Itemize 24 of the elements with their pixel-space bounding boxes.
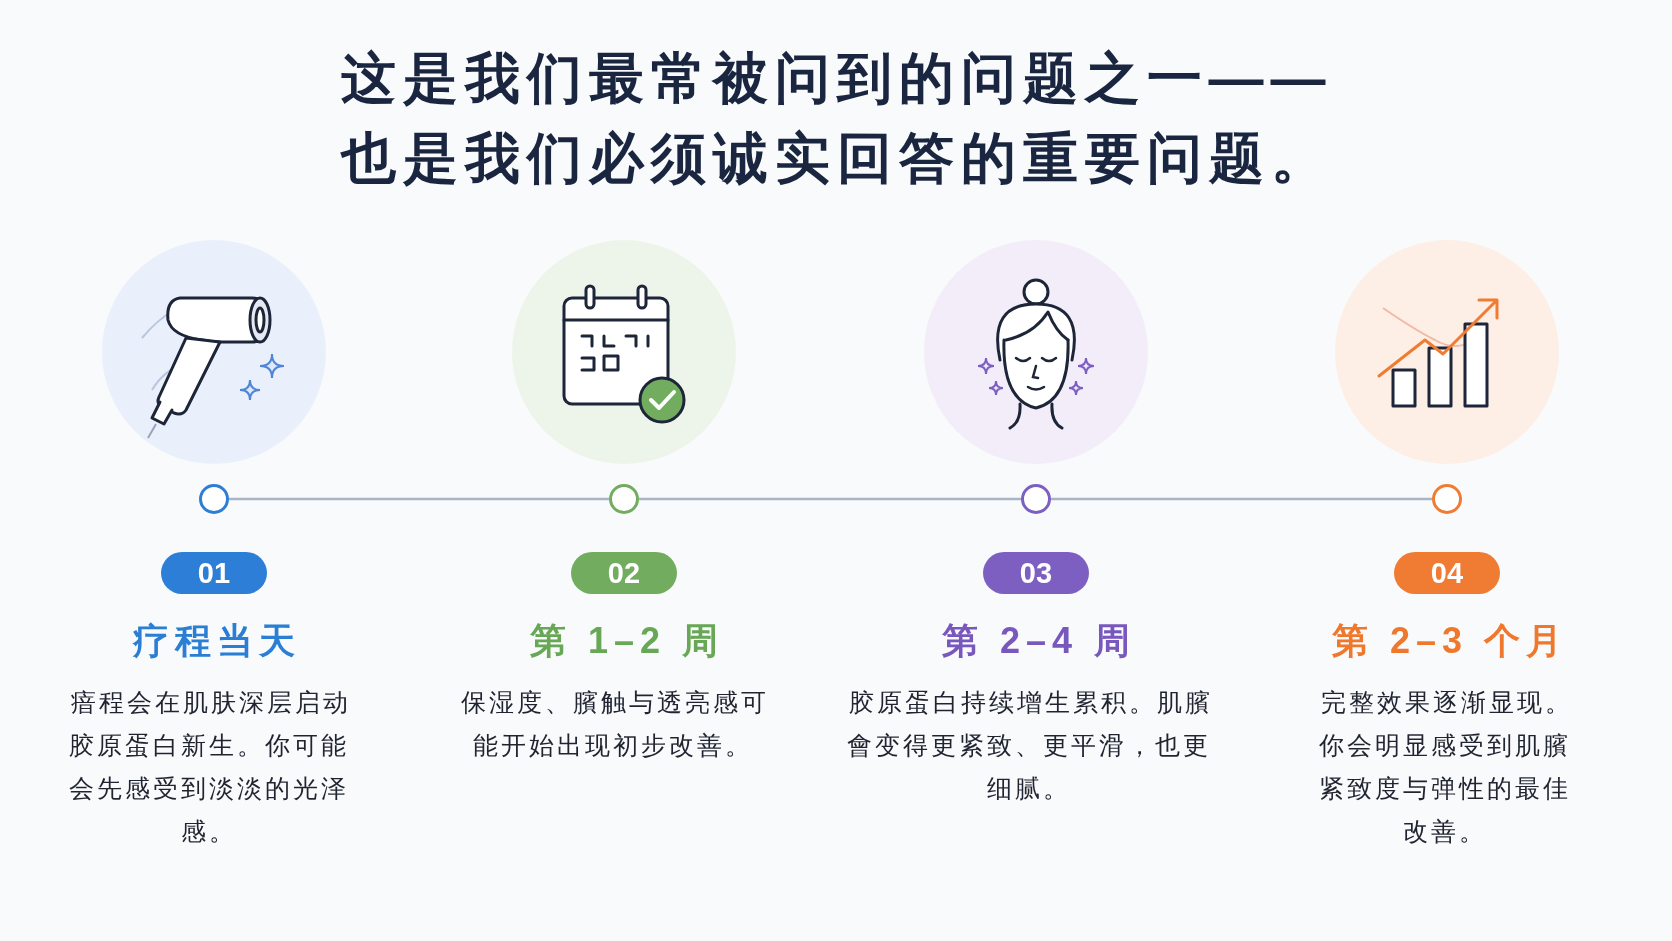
step-description: 瘖程会在肌肤深层启动胶原蛋白新生。你可能会先感受到淡淡的光泽感。 bbox=[68, 687, 352, 847]
timeline-dot bbox=[1432, 484, 1462, 514]
step-description: 保湿度、臏触与透亮感可能开始出现初步改善。 bbox=[459, 687, 770, 761]
step-heading: 疗程当天 bbox=[131, 620, 302, 662]
step-number-badge: 03 bbox=[983, 552, 1089, 594]
step-number-badge: 01 bbox=[161, 552, 267, 594]
timeline-line bbox=[639, 497, 1021, 501]
face-illustration bbox=[924, 240, 1148, 464]
timeline-line bbox=[1051, 497, 1432, 501]
step-description: 完整效果逐渐显现。你会明显感受到肌臏紧致度与弹性的最佳改善。 bbox=[1318, 687, 1574, 847]
timeline-dot bbox=[609, 484, 639, 514]
step-description: 胶原蛋白持续增生累积。肌臏會变得更紧致、更平滑，也更细腻。 bbox=[846, 687, 1214, 804]
bar-chart-illustration bbox=[1335, 240, 1559, 464]
page-title: 这是我们最常被问到的问题之一——也是我们必须诚实回答的重要问题。 bbox=[339, 46, 1334, 191]
step-heading: 第 2–3 个月 bbox=[1330, 620, 1570, 662]
calendar-illustration bbox=[512, 240, 736, 464]
timeline-line bbox=[229, 497, 609, 501]
step-number-badge: 04 bbox=[1394, 552, 1500, 594]
timeline-dot bbox=[199, 484, 229, 514]
device-illustration bbox=[102, 240, 326, 464]
timeline-dot bbox=[1021, 484, 1051, 514]
step-number-badge: 02 bbox=[571, 552, 677, 594]
step-heading: 第 2–4 周 bbox=[940, 620, 1138, 662]
step-heading: 第 1–2 周 bbox=[528, 620, 726, 662]
